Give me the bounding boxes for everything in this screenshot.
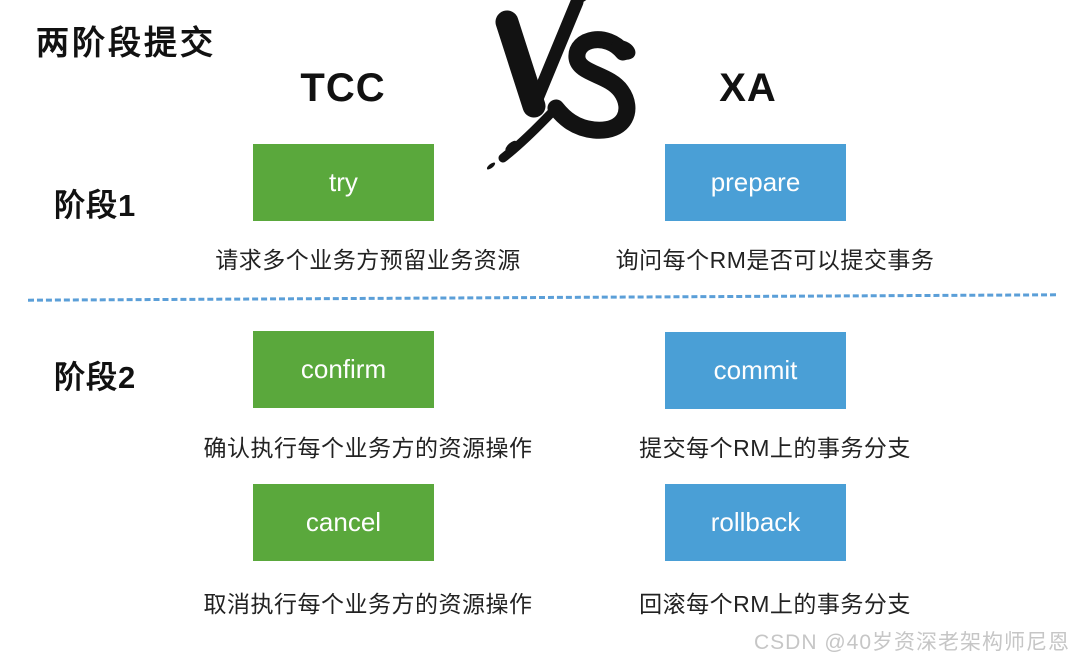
- tcc-cancel-description: 取消执行每个业务方的资源操作: [203, 591, 533, 617]
- tcc-column-header: TCC: [300, 66, 386, 110]
- xa-prepare-box: prepare: [665, 144, 846, 221]
- vs-brush-icon: [486, 0, 636, 170]
- tcc-confirm-description: 确认执行每个业务方的资源操作: [203, 435, 533, 461]
- phase-divider-line: [27, 293, 1057, 302]
- xa-commit-box: commit: [665, 332, 846, 409]
- watermark: CSDN @40岁资深老架构师尼恩: [753, 631, 1070, 654]
- xa-rollback-box: rollback: [665, 484, 846, 561]
- phase-2-label: 阶段2: [54, 360, 137, 395]
- tcc-cancel-box: cancel: [253, 484, 434, 561]
- xa-commit-description: 提交每个RM上的事务分支: [639, 435, 911, 461]
- tcc-confirm-box: confirm: [253, 331, 434, 408]
- phase-1-label: 阶段1: [54, 188, 137, 223]
- vs-graphic: [477, 0, 669, 174]
- page-title: 两阶段提交: [36, 24, 216, 61]
- xa-column-header: XA: [719, 66, 777, 110]
- tcc-try-box: try: [253, 144, 434, 221]
- xa-prepare-description: 询问每个RM是否可以提交事务: [615, 247, 935, 273]
- xa-rollback-description: 回滚每个RM上的事务分支: [639, 591, 911, 617]
- tcc-try-description: 请求多个业务方预留业务资源: [215, 247, 521, 273]
